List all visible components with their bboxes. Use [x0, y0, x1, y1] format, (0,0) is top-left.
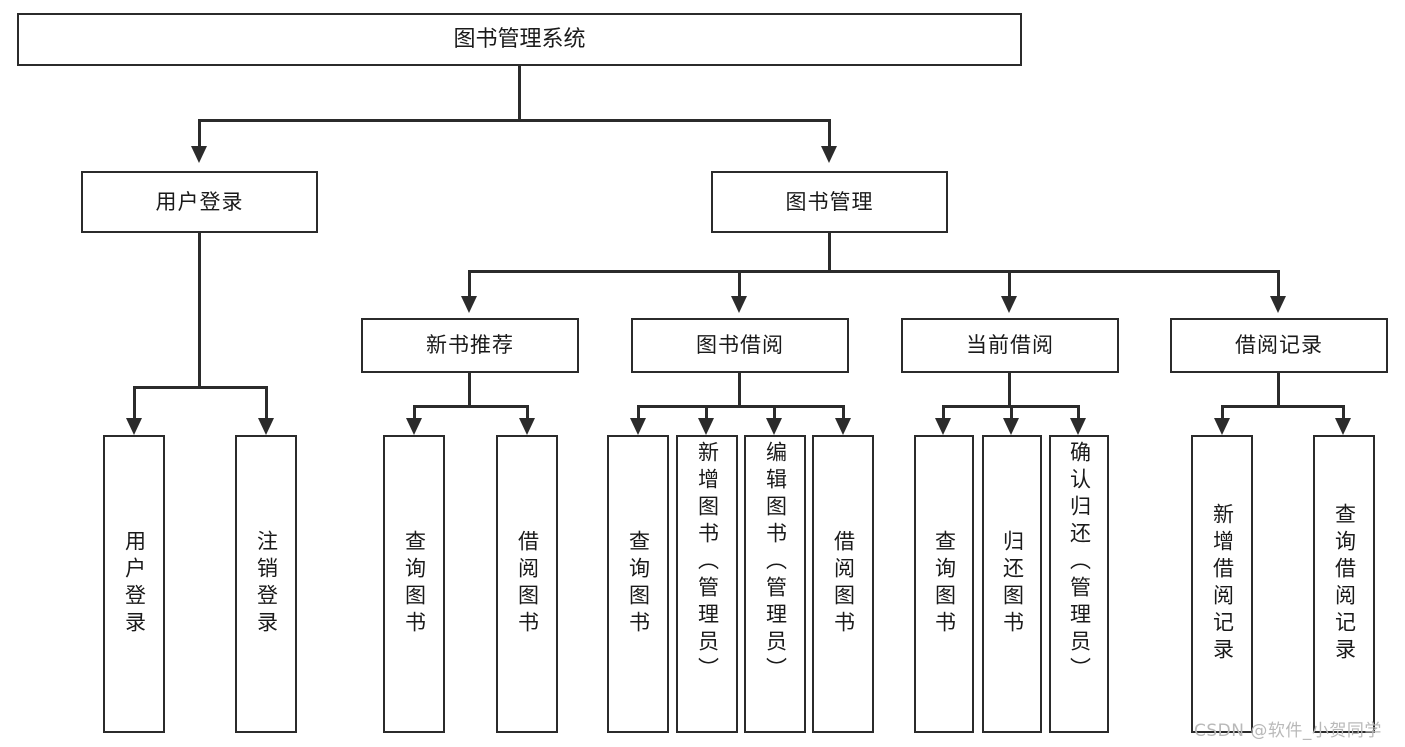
- leaf-return-book[interactable]: 归还图书: [982, 435, 1042, 733]
- leaf-user-logout[interactable]: 注销登录: [235, 435, 297, 733]
- node-label: 借阅记录: [1235, 333, 1323, 358]
- leaf-borrow-book-2[interactable]: 借阅图书: [812, 435, 874, 733]
- arrowhead-borrow-book-2: [835, 418, 851, 435]
- leaf-label: 借阅图书: [831, 530, 856, 638]
- connector-drop-query-book-1: [413, 405, 416, 418]
- node-label: 用户登录: [155, 189, 244, 214]
- node-borrow-record[interactable]: 借阅记录: [1170, 318, 1388, 373]
- node-root-system[interactable]: 图书管理系统: [17, 13, 1022, 66]
- leaf-edit-book[interactable]: 编辑图书（管理员）: [744, 435, 806, 733]
- leaf-label: 借阅图书: [515, 530, 540, 638]
- connector-book-borrow-bus: [637, 405, 845, 408]
- leaf-label: 查询图书: [402, 530, 427, 638]
- leaf-query-book-1[interactable]: 查询图书: [383, 435, 445, 733]
- node-book-manage[interactable]: 图书管理: [711, 171, 948, 233]
- leaf-borrow-book-1[interactable]: 借阅图书: [496, 435, 558, 733]
- connector-borrow-record-bus: [1221, 405, 1345, 408]
- connector-drop-return-book: [1010, 405, 1013, 418]
- arrowhead-new-book-recommend: [461, 296, 477, 313]
- leaf-query-book-2[interactable]: 查询图书: [607, 435, 669, 733]
- node-current-borrow[interactable]: 当前借阅: [901, 318, 1119, 373]
- arrowhead-return-book: [1003, 418, 1019, 435]
- connector-drop-borrow-book-1: [526, 405, 529, 418]
- connector-drop-borrow-record: [1277, 270, 1280, 296]
- arrowhead-confirm-return: [1070, 418, 1086, 435]
- node-label: 图书管理系统: [453, 26, 586, 52]
- arrowhead-leaf-user-logout: [258, 418, 274, 435]
- node-new-book-recommend[interactable]: 新书推荐: [361, 318, 579, 373]
- connector-new-book-recommend-stem: [468, 373, 471, 405]
- connector-book-manage-bus: [468, 270, 1280, 273]
- arrowhead-user-login: [191, 146, 207, 163]
- arrowhead-add-record: [1214, 418, 1230, 435]
- leaf-label: 用户登录: [122, 530, 147, 638]
- connector-user-login-bus: [133, 386, 268, 389]
- leaf-confirm-return[interactable]: 确认归还（管理员）: [1049, 435, 1109, 733]
- connector-new-book-recommend-bus: [413, 405, 529, 408]
- node-label: 当前借阅: [966, 333, 1054, 358]
- arrowhead-query-book-1: [406, 418, 422, 435]
- leaf-query-book-3[interactable]: 查询图书: [914, 435, 974, 733]
- connector-drop-borrow-book-2: [842, 405, 845, 418]
- connector-drop-new-book-recommend: [468, 270, 471, 296]
- connector-drop-confirm-return: [1077, 405, 1080, 418]
- connector-book-manage-stem: [828, 233, 831, 270]
- arrowhead-add-book: [698, 418, 714, 435]
- connector-root-stem: [518, 66, 521, 119]
- arrowhead-query-record: [1335, 418, 1351, 435]
- connector-root-bus: [198, 119, 830, 122]
- node-book-borrow[interactable]: 图书借阅: [631, 318, 849, 373]
- connector-drop-query-book-3: [942, 405, 945, 418]
- leaf-label: 归还图书: [1000, 530, 1025, 638]
- node-user-login[interactable]: 用户登录: [81, 171, 318, 233]
- leaf-label: 新增借阅记录: [1210, 503, 1235, 665]
- connector-drop-add-record: [1221, 405, 1224, 418]
- arrowhead-query-book-3: [935, 418, 951, 435]
- arrowhead-query-book-2: [630, 418, 646, 435]
- arrowhead-borrow-book-1: [519, 418, 535, 435]
- leaf-label: 注销登录: [254, 530, 279, 638]
- arrowhead-borrow-record: [1270, 296, 1286, 313]
- leaf-add-book[interactable]: 新增图书（管理员）: [676, 435, 738, 733]
- connector-user-login-stem: [198, 233, 201, 386]
- leaf-label: 编辑图书（管理员）: [763, 441, 788, 684]
- arrowhead-book-borrow: [731, 296, 747, 313]
- connector-book-borrow-stem: [738, 373, 741, 405]
- connector-drop-current-borrow: [1008, 270, 1011, 296]
- node-label: 图书借阅: [696, 333, 784, 358]
- connector-drop-book-borrow: [738, 270, 741, 296]
- connector-drop-leaf-user-login: [133, 386, 136, 418]
- connector-drop-user-login: [198, 119, 201, 146]
- leaf-query-record[interactable]: 查询借阅记录: [1313, 435, 1375, 733]
- leaf-user-login[interactable]: 用户登录: [103, 435, 165, 733]
- leaf-label: 新增图书（管理员）: [695, 441, 720, 684]
- leaf-label: 确认归还（管理员）: [1067, 441, 1092, 684]
- arrowhead-edit-book: [766, 418, 782, 435]
- connector-drop-leaf-user-logout: [265, 386, 268, 418]
- leaf-label: 查询图书: [626, 530, 651, 638]
- leaf-label: 查询借阅记录: [1332, 503, 1357, 665]
- node-label: 新书推荐: [426, 333, 514, 358]
- leaf-label: 查询图书: [932, 530, 957, 638]
- node-label: 图书管理: [785, 189, 874, 214]
- connector-drop-query-book-2: [637, 405, 640, 418]
- connector-borrow-record-stem: [1277, 373, 1280, 405]
- arrowhead-book-manage: [821, 146, 837, 163]
- arrowhead-leaf-user-login: [126, 418, 142, 435]
- connector-drop-query-record: [1342, 405, 1345, 418]
- connector-current-borrow-stem: [1008, 373, 1011, 405]
- connector-drop-add-book: [705, 405, 708, 418]
- connector-drop-edit-book: [773, 405, 776, 418]
- connector-drop-book-manage: [828, 119, 831, 146]
- arrowhead-current-borrow: [1001, 296, 1017, 313]
- leaf-add-record[interactable]: 新增借阅记录: [1191, 435, 1253, 733]
